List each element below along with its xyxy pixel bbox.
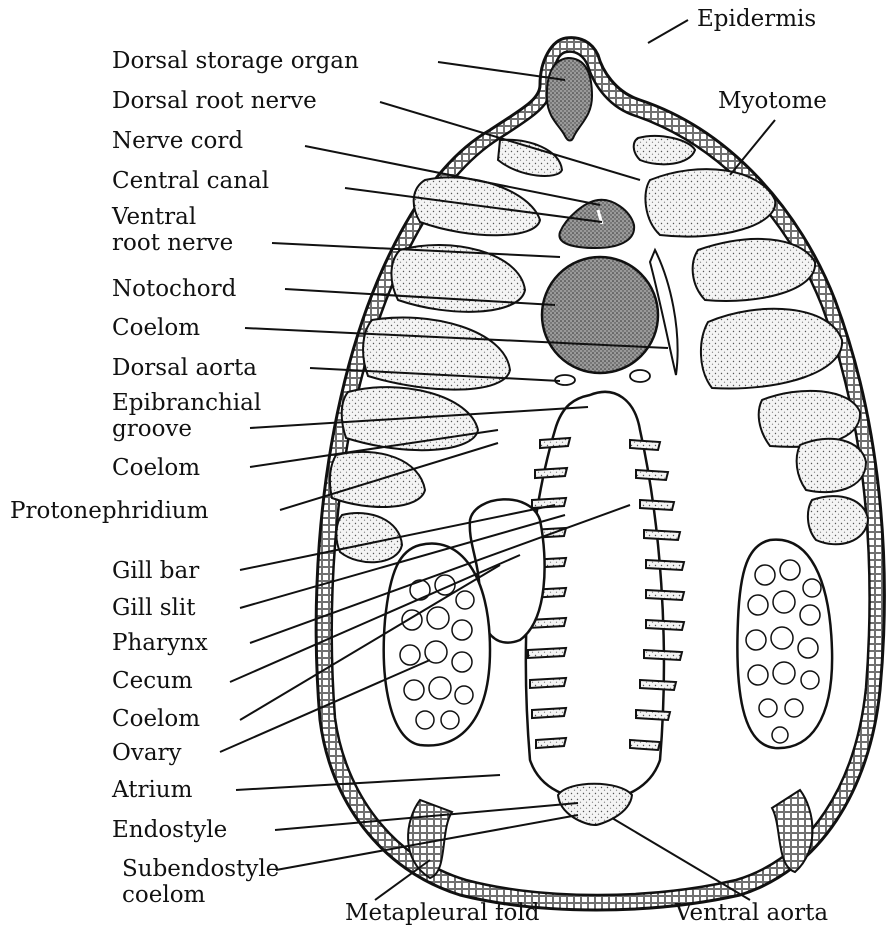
label-nerve-cord: Nerve cord xyxy=(112,128,243,155)
label-cecum: Cecum xyxy=(112,668,193,695)
label-ventral-aorta: Ventral aorta xyxy=(675,900,828,927)
label-gill-slit: Gill slit xyxy=(112,595,196,622)
label-coelom-2: Coelom xyxy=(112,455,200,482)
dorsal-aorta-right-shape xyxy=(630,370,650,382)
label-subendostyle-coelom-line1: Subendostyle xyxy=(122,856,279,883)
label-notochord: Notochord xyxy=(112,276,236,303)
label-dorsal-root-nerve: Dorsal root nerve xyxy=(112,88,317,115)
label-protonephridium: Protonephridium xyxy=(10,498,208,525)
label-ovary: Ovary xyxy=(112,740,182,767)
label-myotome: Myotome xyxy=(718,88,827,115)
label-atrium: Atrium xyxy=(112,777,192,804)
label-epibranchial-groove-line1: Epibranchial xyxy=(112,390,261,417)
label-endostyle: Endostyle xyxy=(112,817,227,844)
label-subendostyle-coelom-line2: coelom xyxy=(122,882,205,909)
label-ventral-root-nerve-line1: Ventral xyxy=(112,204,196,231)
label-gill-bar: Gill bar xyxy=(112,558,199,585)
label-central-canal: Central canal xyxy=(112,168,269,195)
label-dorsal-storage-organ: Dorsal storage organ xyxy=(112,48,359,75)
ovary-left-shape xyxy=(384,543,490,745)
label-epibranchial-groove-line2: groove xyxy=(112,416,192,443)
label-metapleural-fold: Metapleural fold xyxy=(345,900,539,927)
label-pharynx: Pharynx xyxy=(112,630,208,657)
label-epidermis: Epidermis xyxy=(697,6,816,33)
notochord-shape xyxy=(542,257,658,373)
label-dorsal-aorta: Dorsal aorta xyxy=(112,355,257,382)
label-coelom-1: Coelom xyxy=(112,315,200,342)
ovary-right-shape xyxy=(737,540,832,748)
label-coelom-3: Coelom xyxy=(112,706,200,733)
label-ventral-root-nerve-line2: root nerve xyxy=(112,230,233,257)
